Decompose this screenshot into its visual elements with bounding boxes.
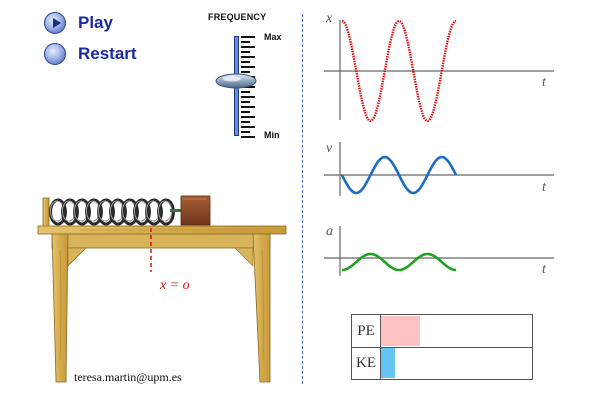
graph-v-line — [340, 155, 458, 195]
table-leg-left — [51, 233, 69, 383]
energy-panel: PE KE — [351, 314, 533, 380]
graph-x: x t — [324, 11, 554, 123]
frequency-tick — [241, 106, 255, 108]
frequency-tick — [241, 41, 250, 43]
frequency-tick — [241, 131, 250, 133]
frequency-tick — [241, 46, 255, 48]
graph-x-y-label: x — [325, 11, 333, 26]
equilibrium-label: x = o — [160, 278, 190, 293]
panel-divider — [302, 14, 303, 384]
graph-v-t-label: t — [542, 180, 547, 195]
frequency-tick — [241, 56, 255, 58]
energy-row-ke: KE — [352, 347, 532, 379]
frequency-tick — [241, 51, 250, 53]
frequency-slider-handle[interactable] — [215, 73, 257, 89]
frequency-tick — [241, 61, 250, 63]
graph-a: a t — [324, 224, 554, 277]
frequency-tick — [241, 111, 250, 113]
frequency-tick — [241, 71, 250, 73]
ke-bar — [381, 348, 395, 378]
spring — [49, 198, 175, 226]
frequency-tick — [241, 121, 250, 123]
graph-a-t-label: t — [542, 262, 547, 277]
restart-label: Restart — [78, 44, 137, 63]
graph-a-line — [342, 252, 456, 272]
restart-icon — [44, 43, 66, 65]
graph-a-y-label: a — [326, 224, 333, 239]
pe-label: PE — [352, 315, 381, 347]
restart-button[interactable]: Restart — [44, 41, 137, 67]
spring-table-scene — [37, 195, 287, 383]
frequency-tick — [241, 101, 250, 103]
author-email: teresa.martin@upm.es — [74, 370, 182, 384]
frequency-max-label: Max — [264, 32, 282, 42]
frequency-tick — [241, 96, 255, 98]
graph-v: v t — [324, 141, 554, 196]
frequency-tick — [241, 116, 255, 118]
play-button[interactable]: Play — [44, 10, 113, 36]
play-label: Play — [78, 13, 113, 32]
play-icon — [44, 12, 66, 34]
spring-rod — [170, 209, 184, 212]
graph-v-y-label: v — [326, 141, 333, 156]
graph-a-curve — [342, 252, 456, 272]
graph-v-curve — [340, 155, 458, 195]
mass-block — [180, 195, 211, 226]
graph-x-curve — [341, 19, 457, 123]
graph-x-t-label: t — [542, 75, 547, 90]
energy-row-pe: PE — [352, 315, 532, 348]
frequency-title: FREQUENCY — [208, 12, 267, 22]
frequency-tick — [241, 136, 255, 138]
frequency-tick — [241, 36, 255, 38]
frequency-scale — [241, 36, 265, 138]
table-leg-right — [252, 233, 271, 383]
frequency-tick — [241, 91, 250, 93]
frequency-tick — [241, 126, 255, 128]
frequency-min-label: Min — [264, 130, 280, 140]
pe-bar — [381, 316, 420, 346]
frequency-tick — [241, 66, 255, 68]
ke-label: KE — [352, 347, 381, 379]
graph-x-line — [341, 19, 457, 123]
